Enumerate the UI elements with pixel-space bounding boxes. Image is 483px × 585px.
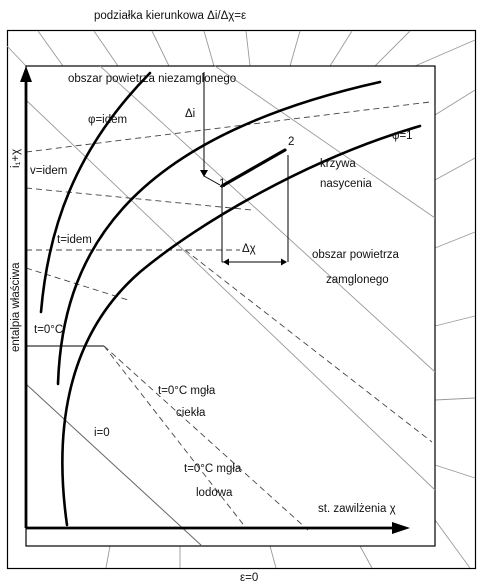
i-zero-line [25,383,203,547]
y-axis-label: entalpia właściwa [10,262,22,352]
fog-ice-label-2: lodowa [196,487,233,499]
t-idem-slope [184,249,433,443]
t-zero-label: t=0°C [34,324,63,336]
saturation-curve [61,124,422,527]
region-unsaturated: obszar powietrza niezamglonego [68,73,236,85]
fog-liquid-label-1: t=0°C mgła [158,385,216,397]
i-zero-label: i=0 [94,427,110,439]
fog-liquid-label-2: ciekła [176,407,206,419]
v-idem-label: v=idem [30,165,67,177]
process-line [220,148,287,188]
outer-frame [6,29,477,570]
delta-construction [200,72,289,266]
phi-idem-label: φ=idem [88,114,127,126]
y-axis-sublabel: i₁+χ [10,149,22,168]
point-2-label: 2 [288,136,294,148]
diagonal-lines [25,65,436,547]
direction-scale-rays [6,30,476,569]
phi-idem-dashed [25,101,431,153]
phi-idem-curve-left [39,71,152,314]
point-1-label: 1 [219,178,225,190]
y-axis-arrow [20,66,32,82]
saturation-label-1: krzywa [320,158,356,170]
v-idem-dashed [25,187,253,211]
region-fogged-2: zamglonego [326,274,389,286]
phi-one-label: φ=1 [392,130,413,142]
scale-label: podziałka kierunkowa Δi/Δχ=ε [94,10,246,22]
region-fogged-1: obszar powietrza [312,249,400,261]
t-idem-label: t=idem [57,234,92,246]
phi-idem-curve-right [56,80,382,386]
fog-ice-label-1: t=0°C mgła [184,463,242,475]
t-zero-liquid-dashed [103,345,309,531]
saturation-label-2: nasycenia [320,178,372,190]
delta-i-label: Δi [185,108,195,120]
x-axis-label: st. zawilżenia χ [318,503,396,515]
inner-frame [25,65,436,547]
t-zero-ice-dashed [103,345,247,529]
x-axis-arrow [392,522,410,534]
epsilon-zero-label: ε=0 [240,572,258,584]
delta-chi-label: Δχ [242,243,256,255]
